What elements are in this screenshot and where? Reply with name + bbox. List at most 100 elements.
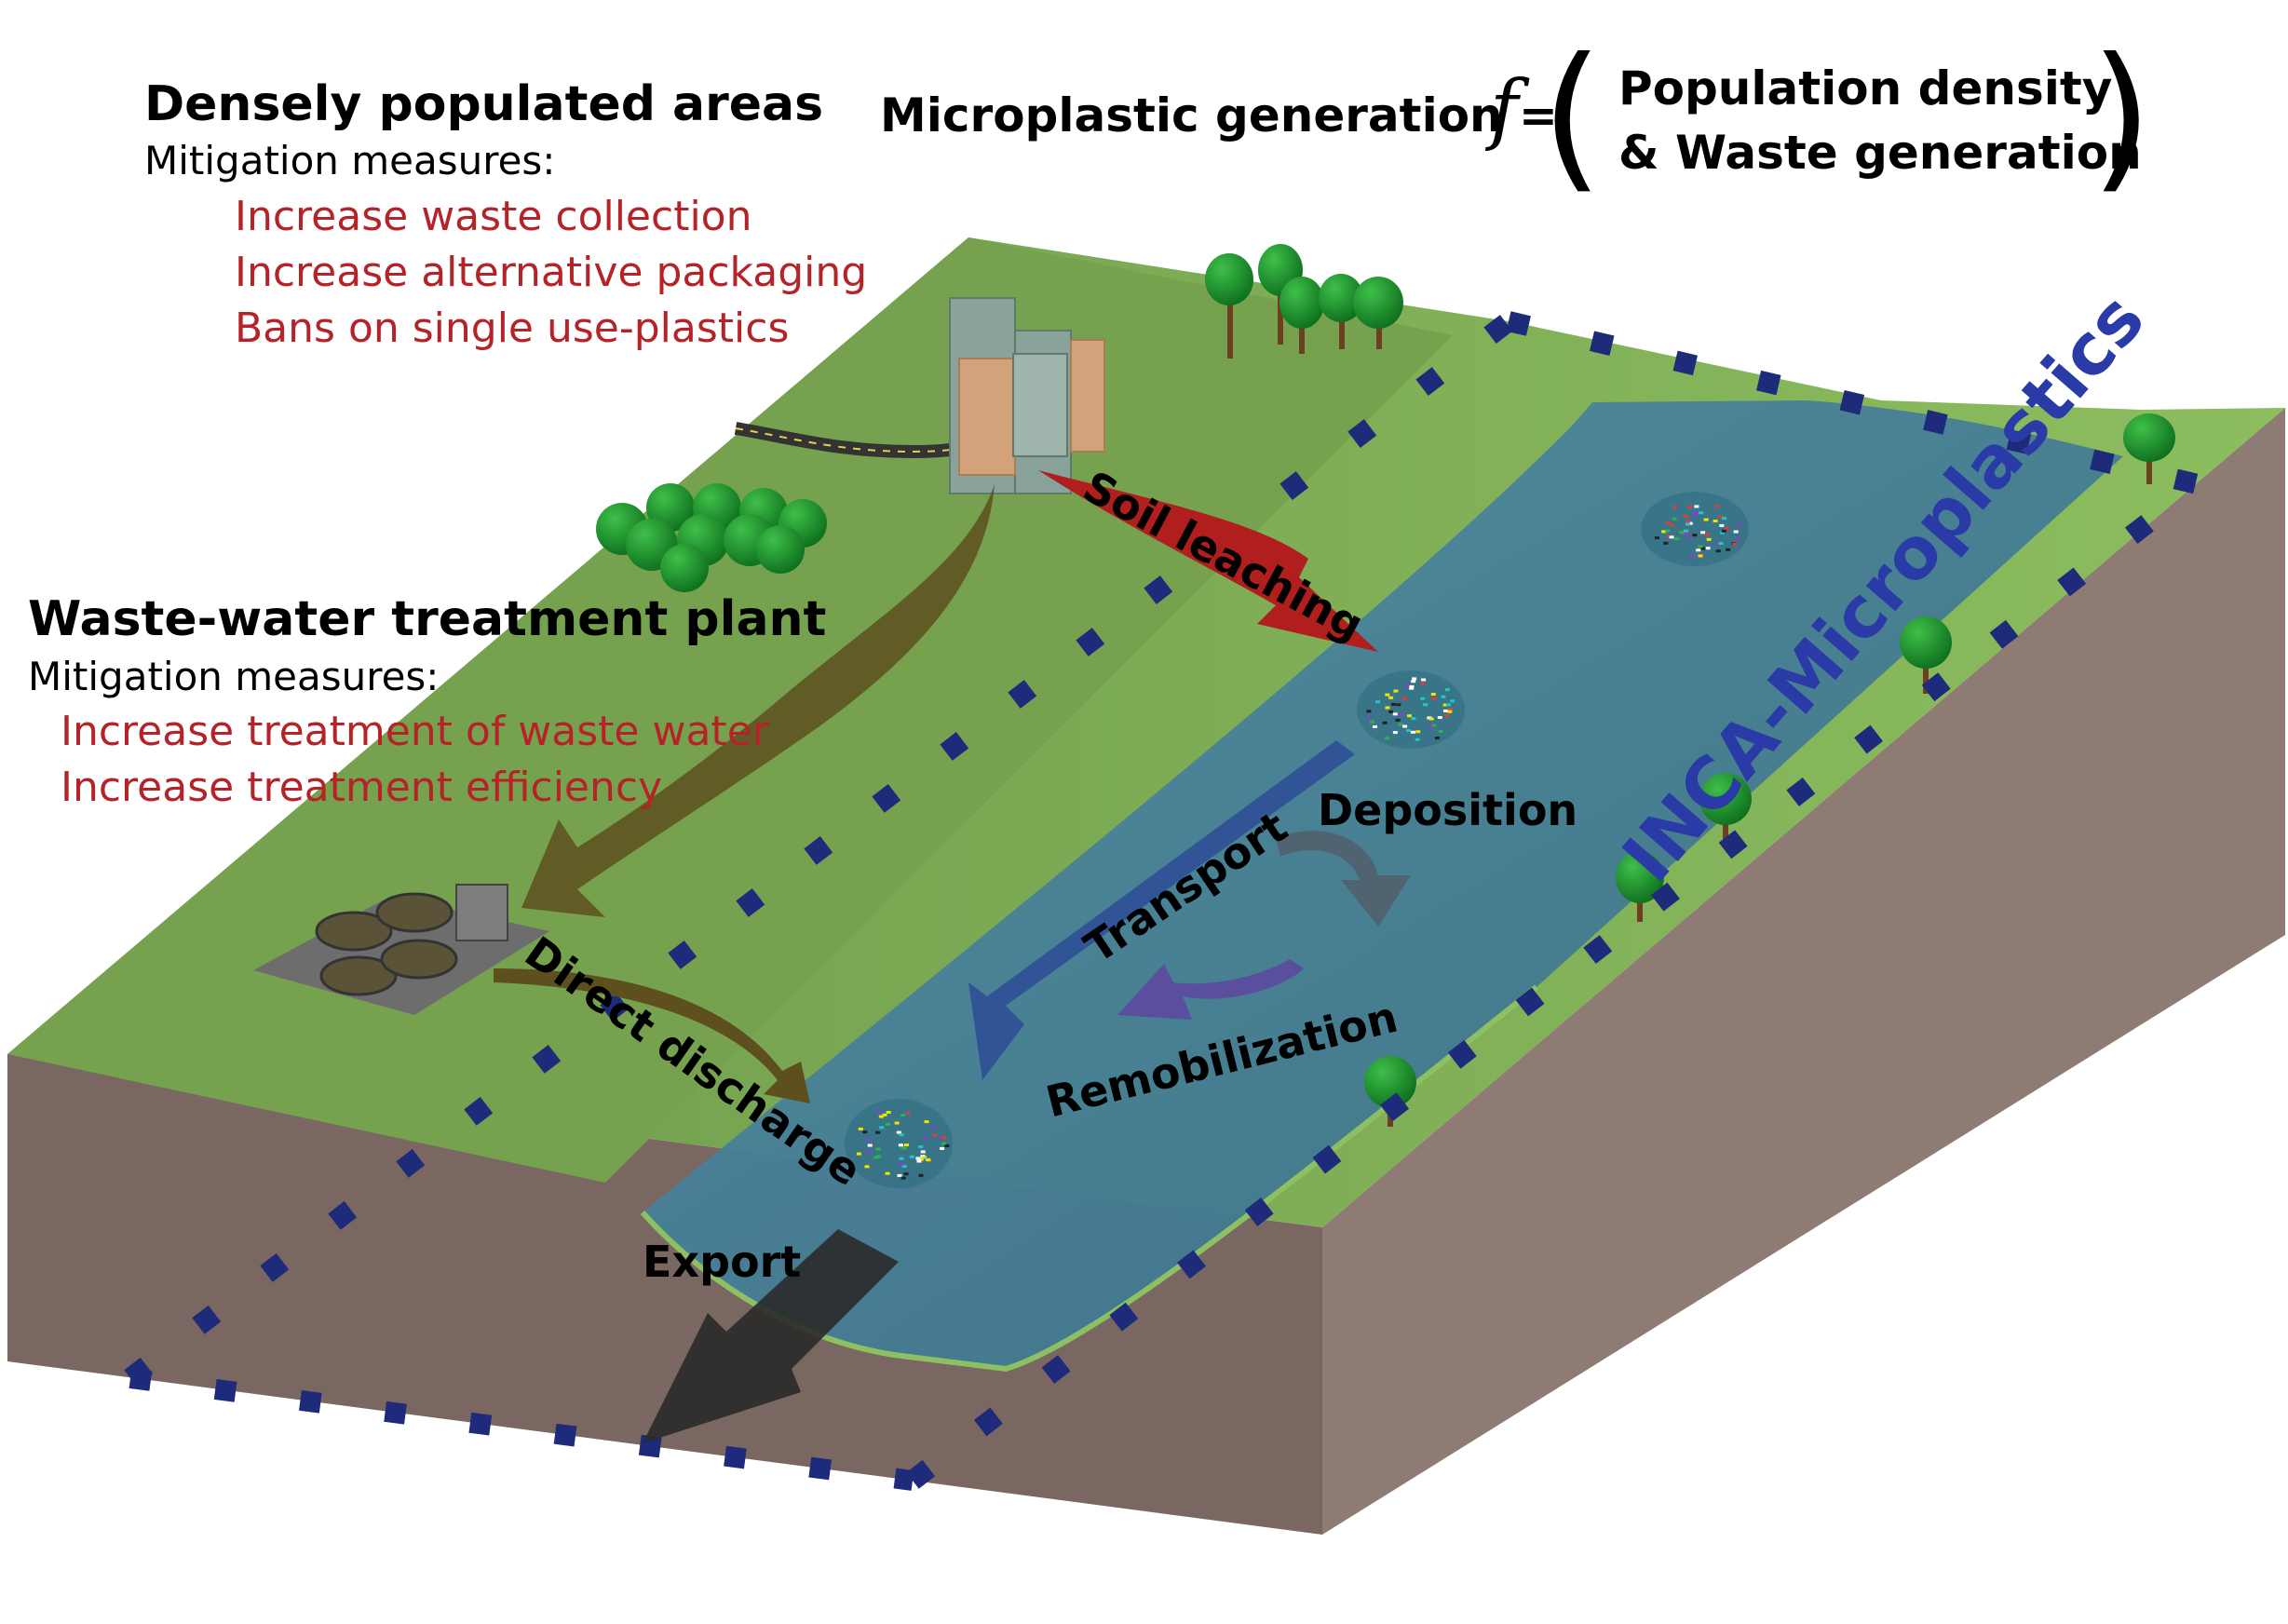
microplastic-fleck — [1654, 536, 1659, 540]
microplastic-fleck — [922, 1156, 927, 1159]
microplastic-fleck — [1684, 515, 1688, 518]
microplastic-fleck — [1431, 724, 1437, 727]
populated-measure-3: Bans on single use-plastics — [235, 304, 790, 352]
export-arrow — [643, 1229, 899, 1443]
microplastic-fleck — [1719, 523, 1725, 527]
microplastic-fleck — [1705, 547, 1711, 550]
microplastic-fleck — [1421, 678, 1427, 682]
microplastic-fleck — [1682, 532, 1687, 535]
microplastic-fleck — [885, 1171, 890, 1175]
microplastic-fleck — [1402, 724, 1408, 728]
microplastic-fleck — [1430, 693, 1436, 696]
microplastic-fleck — [926, 1158, 931, 1162]
microplastic-fleck — [1385, 693, 1390, 697]
microplastic-fleck — [1665, 529, 1671, 533]
microplastic-fleck — [1666, 535, 1672, 538]
deposition-arrow — [1276, 831, 1411, 927]
microplastic-fleck — [1689, 554, 1695, 558]
microplastic-fleck — [862, 1130, 868, 1134]
microplastic-fleck — [1737, 522, 1742, 526]
microplastic-fleck — [1369, 720, 1374, 724]
microplastic-fleck — [1669, 535, 1674, 539]
microplastic-fleck — [1686, 535, 1692, 538]
microplastic-fleck — [1715, 549, 1721, 553]
microplastic-fleck — [1700, 531, 1706, 535]
microplastic-fleck — [1444, 688, 1450, 692]
microplastic-fleck — [898, 1144, 903, 1147]
soil-leaching-arrow — [1038, 470, 1378, 652]
microplastic-fleck — [1724, 527, 1729, 531]
microplastic-fleck — [1713, 520, 1718, 522]
microplastic-fleck — [1670, 523, 1675, 527]
function-symbol: f — [1490, 65, 1519, 154]
microplastic-fleck — [1393, 689, 1399, 693]
microplastic-fleck — [876, 1109, 882, 1113]
microplastic-fleck — [1404, 683, 1410, 687]
microplastic-fleck — [1700, 547, 1706, 550]
microplastic-fleck — [941, 1142, 946, 1145]
microplastic-fleck — [1665, 521, 1671, 524]
microplastic-fleck — [1392, 712, 1398, 716]
microplastic-fleck — [1686, 522, 1690, 526]
microplastic-fleck — [1423, 703, 1428, 707]
microplastic-fleck — [867, 1144, 873, 1147]
microplastic-fleck — [1434, 737, 1440, 740]
microplastic-fleck — [899, 1162, 904, 1166]
tree-row-right-bank — [1364, 413, 2175, 1127]
microplastic-fleck — [1392, 731, 1398, 735]
microplastic-fleck — [1444, 713, 1449, 717]
microplastic-fleck — [1415, 730, 1421, 734]
microplastic-fleck — [918, 1145, 924, 1148]
microplastic-fleck — [924, 1120, 929, 1124]
microplastic-fleck — [944, 1144, 950, 1147]
microplastic-fleck — [897, 1173, 902, 1177]
microplastic-fleck — [1683, 529, 1688, 533]
microplastic-fleck — [1373, 724, 1377, 728]
microplastic-fleck — [909, 1155, 914, 1158]
microplastic-fleck — [1375, 700, 1380, 704]
microplastic-fleck — [1706, 537, 1712, 541]
microplastic-fleck — [1391, 702, 1396, 706]
microplastic-fleck — [1732, 542, 1738, 546]
microplastic-fleck — [1672, 505, 1678, 508]
microplastic-fleck — [1692, 534, 1698, 537]
equation-line-1: Population density — [1618, 61, 2113, 115]
microplastic-fleck — [1721, 529, 1726, 533]
equation-open-paren: ( — [1541, 24, 1604, 209]
microplastic-fleck — [1412, 677, 1417, 681]
microplastic-fleck — [1663, 541, 1669, 545]
microplastic-fleck — [1722, 517, 1726, 521]
microplastic-fleck — [1401, 697, 1407, 700]
microplastic-fleck — [930, 1125, 936, 1129]
microplastic-fleck — [1442, 703, 1448, 707]
equation-lhs: Microplastic generation = — [880, 88, 1558, 142]
remobilization-arrow — [1117, 959, 1304, 1020]
microplastic-fleck — [1720, 531, 1725, 535]
microplastic-fleck — [1685, 520, 1690, 523]
microplastic-fleck — [1431, 697, 1437, 700]
microplastic-fleck — [1420, 682, 1426, 685]
microplastic-fleck — [864, 1165, 870, 1169]
microplastic-fleck — [1450, 699, 1455, 703]
microplastic-fleck — [1410, 730, 1415, 734]
microplastic-fleck — [896, 1130, 901, 1134]
microplastic-fleck — [916, 1159, 922, 1163]
treatment-plant-icon — [253, 884, 549, 1015]
microplastic-fleck — [1736, 537, 1741, 541]
river-bank-highlight — [640, 984, 1538, 1373]
populated-areas-heading: Densely populated areas — [144, 76, 824, 132]
microplastic-fleck — [1447, 710, 1453, 713]
city-buildings-icon — [949, 297, 1105, 494]
microplastic-fleck — [904, 1144, 909, 1146]
microplastic-fleck — [1693, 513, 1698, 517]
microplastic-fleck — [1687, 521, 1693, 525]
microplastic-fleck — [1385, 706, 1390, 710]
microplastic-fleck — [878, 1115, 884, 1118]
microplastic-fleck — [1448, 708, 1454, 711]
microplastic-fleck — [1420, 697, 1426, 700]
microplastic-fleck — [1674, 537, 1680, 541]
microplastic-fleck — [918, 1157, 924, 1161]
catchment-boundary — [124, 311, 2204, 1491]
microplastic-fleck — [1428, 725, 1434, 729]
